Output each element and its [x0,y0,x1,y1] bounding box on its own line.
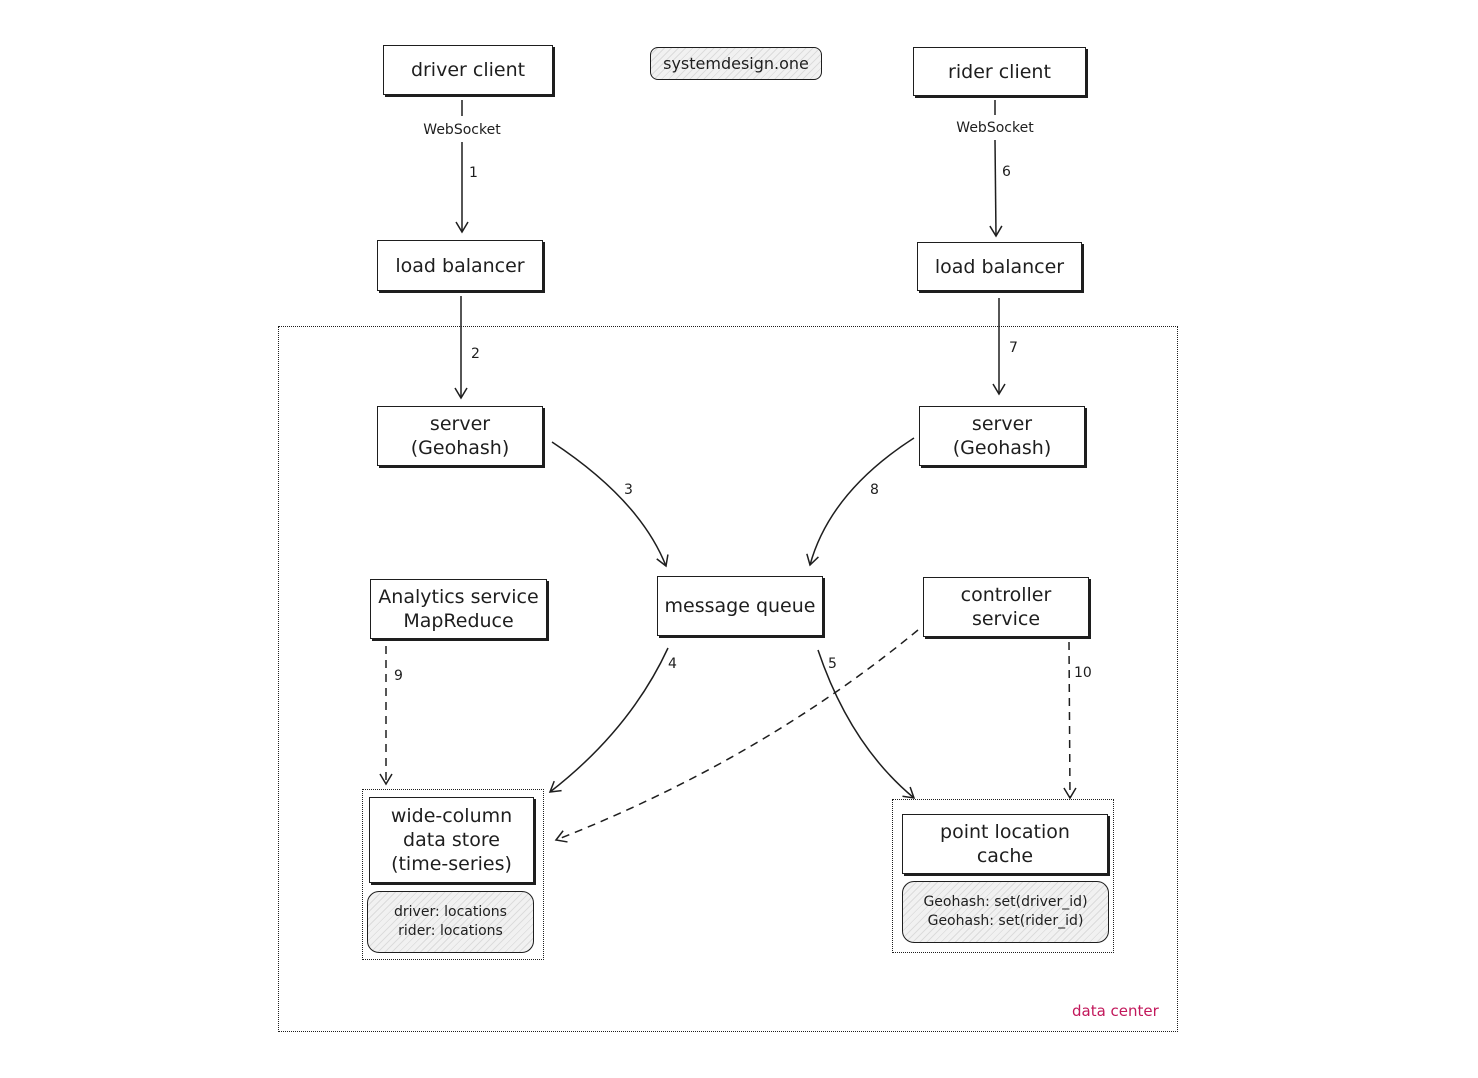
edge-label-6: 6 [1002,164,1011,180]
watermark-badge: systemdesign.one [650,47,822,80]
data-store-label-line3: (time-series) [391,853,512,875]
driver-client-node[interactable]: driver client [383,45,553,95]
edge-label-1: 1 [469,165,478,181]
rider-websocket-label: WebSocket [956,120,1034,136]
edge-3-arrow [551,441,669,568]
controller-service-label-line2: service [971,608,1041,630]
cache-key-rider: Geohash: set(rider_id) [927,913,1084,929]
driver-client-label: driver client [410,59,526,81]
edge-label-3: 3 [624,482,633,498]
rider-client-label: rider client [948,60,1051,83]
data-center-label: data center [1072,1002,1159,1020]
rider-server-node[interactable]: server (Geohash) [919,406,1085,466]
rider-server-label-line1: server [971,413,1033,435]
data-store-label-line2: data store [403,829,500,851]
rider-load-balancer-node[interactable]: load balancer [917,242,1082,291]
cache-group [892,799,1114,953]
edge-label-4: 4 [668,656,677,672]
cache-label-line2: cache [976,845,1034,867]
data-store-keys-panel: driver: locations rider: locations [367,891,534,953]
cache-key-driver: Geohash: set(driver_id) [923,894,1088,910]
rider-load-balancer-label: load balancer [934,255,1065,278]
edge-label-2: 2 [471,346,480,362]
driver-load-balancer-node[interactable]: load balancer [377,240,543,291]
edge-label-7: 7 [1009,340,1018,356]
cache-keys-panel: Geohash: set(driver_id) Geohash: set(rid… [902,881,1109,943]
data-center-region [278,326,1178,1032]
edge-5-arrow [817,649,916,799]
message-queue-label: message queue [664,595,816,617]
controller-service-node[interactable]: controller service [923,577,1089,637]
edge-label-5: 5 [828,656,837,672]
edge-label-9: 9 [394,668,403,684]
data-store-key-driver: driver: locations [394,904,507,920]
rider-server-label-line2: (Geohash) [952,437,1052,459]
edge-10-arrow [1063,641,1077,800]
driver-server-label-line2: (Geohash) [410,437,510,459]
analytics-service-label-line2: MapReduce [403,610,514,632]
message-queue-node[interactable]: message queue [657,576,823,636]
driver-load-balancer-label: load balancer [395,254,525,277]
cache-label-line1: point location [940,821,1070,843]
edge-6-arrow [989,139,1003,238]
driver-websocket-label: WebSocket [423,122,501,138]
edge-label-8: 8 [870,482,879,498]
driver-server-node[interactable]: server (Geohash) [377,406,543,466]
rider-client-node[interactable]: rider client [913,47,1086,96]
data-store-key-rider: rider: locations [398,923,503,939]
wide-column-data-store-node[interactable]: wide-column data store (time-series) [369,797,534,883]
edge-8-arrow [806,437,915,567]
data-store-label-line1: wide-column [390,805,513,827]
edge-label-10: 10 [1074,665,1092,681]
analytics-service-node[interactable]: Analytics service MapReduce [370,579,547,639]
controller-service-label-line1: controller [960,584,1052,606]
point-location-cache-node[interactable]: point location cache [902,814,1108,874]
watermark-text: systemdesign.one [663,54,809,73]
driver-server-label-line1: server [429,413,491,435]
data-store-group [362,789,544,960]
analytics-service-label-line1: Analytics service [378,586,539,608]
edge-4-arrow [548,647,669,793]
